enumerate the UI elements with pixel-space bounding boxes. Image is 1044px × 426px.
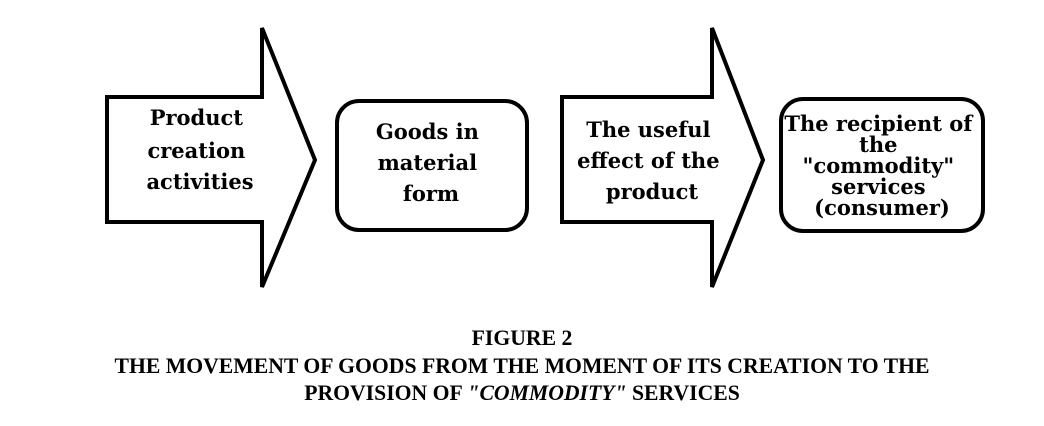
node-label-line: The recipient of (784, 111, 974, 136)
node-label-line: The useful (586, 117, 710, 142)
node-label-line: services (831, 174, 925, 199)
figure-title-line-1: THE MOVEMENT OF GOODS FROM THE MOMENT OF… (114, 353, 930, 378)
node-label: Product creation activities (146, 105, 253, 194)
figure-title-part: PROVISION OF (304, 380, 468, 405)
figure-title-part: SERVICES (626, 380, 740, 405)
node-label-line: material (378, 150, 478, 175)
node-label-line: Product (150, 105, 244, 130)
node-label-line: form (403, 181, 459, 206)
node-label: Goods in material form (376, 119, 486, 206)
node-label-line: (consumer) (814, 195, 950, 220)
figure-title-italic-part: "COMMODITY" (467, 380, 627, 405)
figure-label: FIGURE 2 (471, 325, 573, 350)
node-label-line: creation (147, 138, 245, 163)
arrow-shape-useful-effect (560, 27, 766, 288)
figure-title-line-2: PROVISION OF "COMMODITY" SERVICES (7, 380, 1037, 406)
node-product-creation-activities: Product creation activities (105, 27, 318, 288)
arrow-shape-product-creation (105, 27, 318, 288)
node-useful-effect-of-product: The useful effect of the product (560, 27, 766, 288)
node-goods-in-material-form: Goods in material form (335, 99, 529, 232)
node-label: The recipient of the "commodity" service… (784, 111, 979, 220)
node-label-line: product (606, 179, 698, 204)
node-label: The useful effect of the product (577, 117, 727, 204)
node-label-line: effect of the (577, 148, 719, 173)
node-recipient-consumer: The recipient of the "commodity" service… (779, 97, 985, 233)
box-shape-recipient (779, 97, 985, 233)
box-shape-goods (335, 99, 529, 232)
node-label-line: activities (146, 169, 253, 194)
node-label-line: Goods in (376, 119, 479, 144)
process-diagram: Product creation activities Goods in mat… (105, 27, 985, 288)
node-label-line: the (859, 132, 897, 157)
